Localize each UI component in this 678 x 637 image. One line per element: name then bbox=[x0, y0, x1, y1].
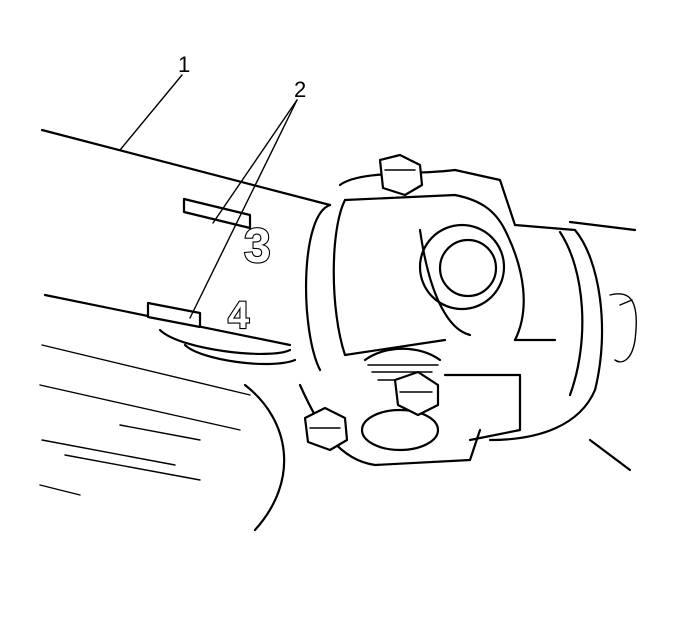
callout-1-leader bbox=[119, 74, 183, 151]
driveshaft-tube bbox=[39, 128, 332, 532]
shaft-mark-3: 3 bbox=[244, 220, 271, 273]
callout-1-number: 1 bbox=[178, 52, 190, 77]
companion-flange bbox=[338, 168, 637, 472]
strap-and-bolts bbox=[298, 153, 522, 467]
callout-leaders bbox=[119, 74, 298, 319]
bolt-lower-left bbox=[303, 406, 349, 452]
bolt-upper bbox=[378, 153, 424, 197]
yoke-collar bbox=[183, 203, 332, 372]
alignment-mark-lower bbox=[146, 301, 202, 329]
callout-2-leader-a bbox=[212, 99, 298, 224]
universal-joint bbox=[332, 193, 557, 357]
alignment-marks: 3 4 bbox=[146, 197, 272, 338]
callout-2-leader-b bbox=[189, 99, 298, 319]
callout-2-number: 2 bbox=[294, 77, 306, 102]
shaft-mark-4: 4 bbox=[228, 295, 249, 337]
alignment-mark-upper bbox=[182, 197, 252, 230]
bolt-lower-right bbox=[393, 370, 440, 417]
